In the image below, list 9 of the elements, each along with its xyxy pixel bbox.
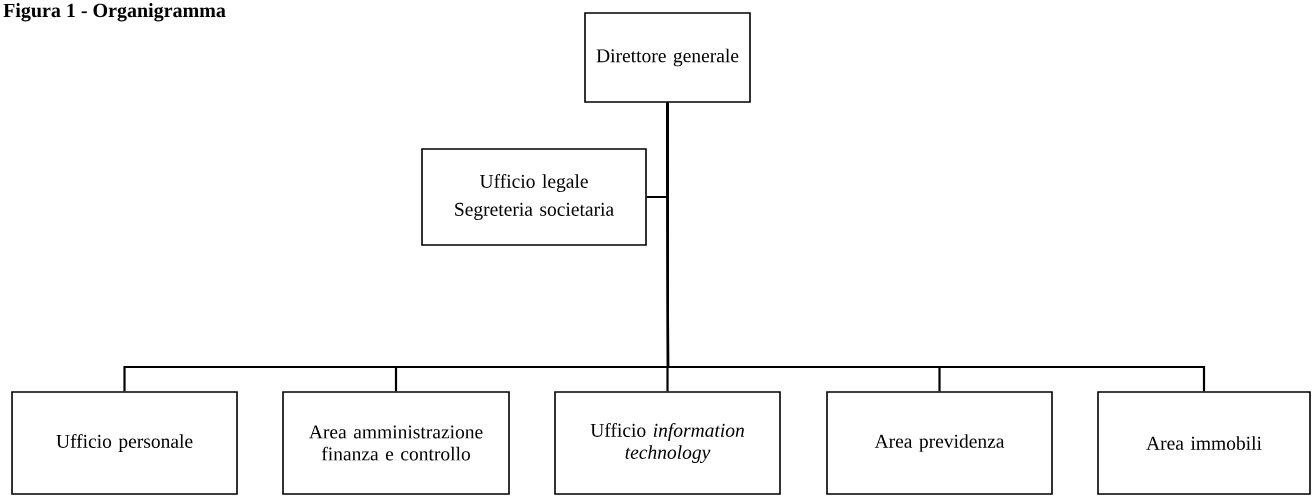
org-box: Area immobili	[1097, 391, 1311, 495]
org-box: Direttore generale	[584, 12, 751, 103]
org-box: Ufficio personale	[11, 391, 238, 495]
org-box: Ufficio legale Segreteria societaria	[421, 148, 647, 246]
org-box: Ufficio information technology	[554, 391, 781, 495]
connector-line	[666, 102, 1206, 392]
org-box: Area amministrazione finanza e controllo	[282, 391, 510, 495]
org-box: Area previdenza	[826, 391, 1053, 495]
figure-title: Figura 1 - Organigramma	[3, 3, 226, 22]
